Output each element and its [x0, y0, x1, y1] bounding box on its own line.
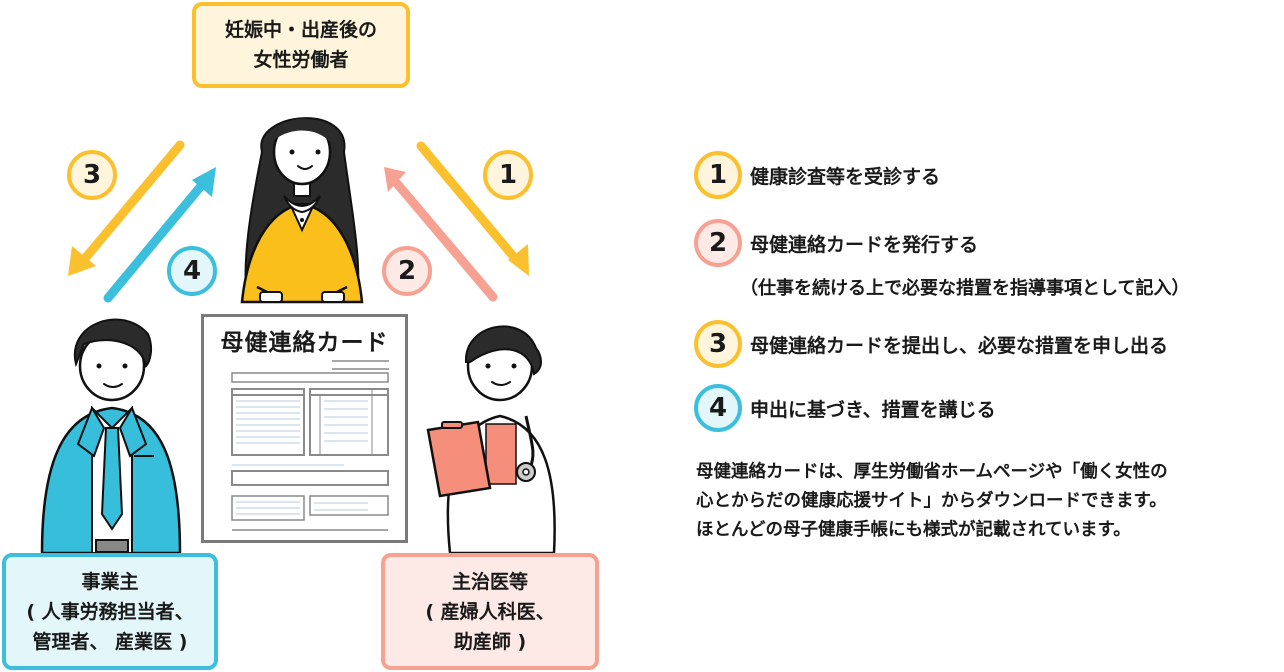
- step-badge-3: 3: [67, 150, 117, 200]
- legend-step-1: 1 健康診査等を受診する: [694, 151, 940, 199]
- card-form-lines: [231, 360, 389, 531]
- card-title: 母健連絡カード: [220, 330, 389, 356]
- legend-step-2: 2 母健連絡カードを発行する: [694, 219, 978, 267]
- step-badge-1: 1: [483, 150, 533, 200]
- arrow-4-employer-to-worker: [103, 167, 216, 303]
- legend-badge-2: 2: [694, 219, 742, 267]
- arrow-2-doctor-to-worker: [384, 167, 498, 302]
- download-note: 母健連絡カードは、厚生労働省ホームページや「働く女性の 心とからだの健康応援サイ…: [696, 458, 1168, 545]
- employer-label-line2: ( 人事労務担当者、: [26, 600, 194, 623]
- employer-label-box: 事業主 ( 人事労務担当者、 管理者、 産業医 ): [2, 553, 218, 670]
- arrow-3-worker-to-employer: [68, 140, 185, 276]
- doctor-label-line3: 助産師 ): [453, 630, 527, 653]
- legend-text-1: 健康診査等を受診する: [750, 165, 941, 188]
- note-line3: ほとんどの母子健康手帳にも様式が記載されています。: [696, 520, 1131, 540]
- doctor-label-box: 主治医等 ( 産婦人科医、 助産師 ): [381, 553, 599, 670]
- legend-text-4: 申出に基づき、措置を講じる: [750, 398, 996, 421]
- note-line2: 心とからだの健康応援サイト」からダウンロードできます。: [696, 491, 1167, 511]
- legend-badge-1: 1: [694, 151, 742, 199]
- maternal-health-card: 母健連絡カード: [201, 314, 408, 543]
- worker-label-line2: 女性労働者: [253, 49, 349, 71]
- note-line1: 母健連絡カードは、厚生労働省ホームページや「働く女性の: [696, 462, 1168, 482]
- legend-text-2: 母健連絡カードを発行する: [750, 233, 979, 256]
- legend-badge-3: 3: [694, 320, 742, 368]
- pregnant-worker-label-box: 妊娠中・出産後の 女性労働者: [192, 2, 410, 88]
- step-badge-4: 4: [167, 246, 217, 296]
- employer-illustration: [40, 318, 182, 555]
- legend-step-4: 4 申出に基づき、措置を講じる: [694, 384, 996, 432]
- doctor-illustration: [426, 325, 556, 555]
- employer-label-line3: 管理者、 産業医 ): [32, 630, 188, 653]
- doctor-label-line1: 主治医等: [451, 570, 528, 593]
- step-badge-2: 2: [382, 246, 432, 296]
- legend-step-3: 3 母健連絡カードを提出し、必要な措置を申し出る: [694, 320, 1168, 368]
- worker-label-line1: 妊娠中・出産後の: [224, 19, 377, 41]
- pregnant-woman-illustration: [240, 117, 364, 304]
- legend-badge-4: 4: [694, 384, 742, 432]
- employer-label-line1: 事業主: [81, 570, 139, 593]
- doctor-label-line2: ( 産婦人科医、: [425, 600, 555, 623]
- arrow-1-worker-to-doctor: [416, 141, 529, 276]
- legend-text-2-sub: （仕事を続ける上で必要な措置を指導事項として記入）: [740, 278, 1190, 299]
- legend-text-3: 母健連絡カードを提出し、必要な措置を申し出る: [750, 334, 1169, 357]
